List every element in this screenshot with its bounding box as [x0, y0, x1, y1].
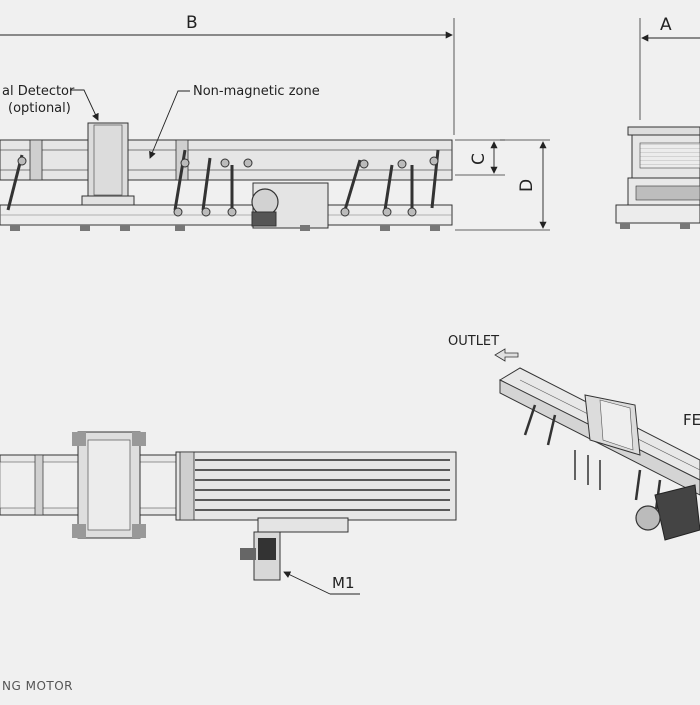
dimension-d-label: D [517, 179, 537, 192]
side-view: B [0, 13, 550, 231]
spring-legs [6, 149, 440, 217]
drive-motor-side [251, 182, 329, 229]
base-frame [0, 204, 453, 226]
detector-callout: al Detector (optional) [2, 84, 99, 121]
outlet-label: OUTLET [448, 334, 499, 349]
m1-callout: M1 [283, 571, 360, 595]
dimension-c-label: C [469, 153, 489, 165]
dimension-b: B [0, 13, 455, 135]
dimension-a: A [639, 15, 700, 120]
top-view: M1 [0, 431, 457, 595]
dimension-d: D [455, 139, 550, 231]
feed-label: FE [683, 411, 700, 429]
dimension-c: C [455, 139, 505, 176]
trough-rails [195, 459, 450, 511]
iso-motor [635, 484, 700, 541]
motor-note: NG MOTOR [2, 679, 73, 693]
isometric-view: OUTLET FE [448, 334, 700, 541]
end-view: A [615, 15, 700, 229]
non-magnetic-callout: Non-magnetic zone [149, 84, 320, 159]
outlet-callout: OUTLET [448, 334, 519, 362]
detector-label: al Detector [2, 84, 75, 99]
m1-label: M1 [332, 574, 355, 592]
outlet-arrow-icon [494, 348, 519, 362]
feet [10, 225, 440, 231]
detector-optional-label: (optional) [8, 101, 71, 116]
drive-motor-top [240, 531, 281, 581]
dimension-b-label: B [186, 13, 198, 33]
detector-top [72, 431, 146, 539]
non-magnetic-zone-label: Non-magnetic zone [193, 84, 320, 99]
dimension-a-label: A [660, 15, 672, 35]
